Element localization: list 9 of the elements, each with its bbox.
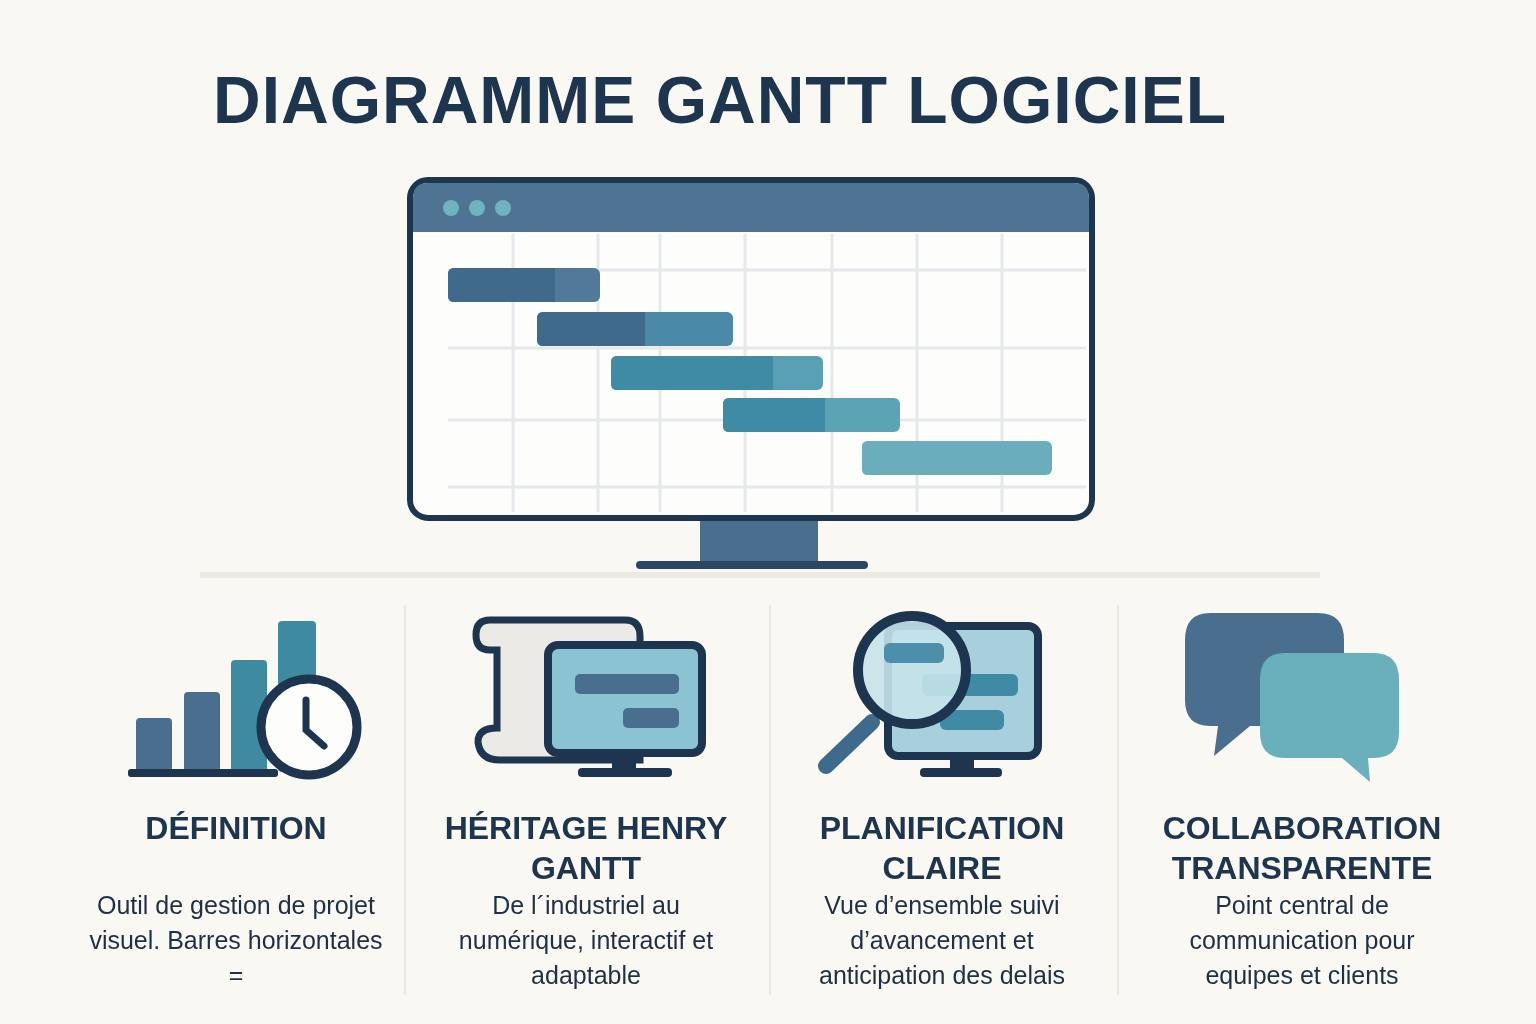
column-description: Outil de gestion de projet visuel. Barres horizontales = bbox=[88, 890, 384, 991]
column-heading: DÉFINITION bbox=[144, 809, 328, 848]
column-description: Vue d’ensemble suivi d’avancement et anticipation des delais bbox=[818, 890, 1066, 991]
column-heading: HÉRITAGE HENRY GANTT bbox=[443, 809, 729, 888]
column-heading: PLANIFICATION CLAIRE bbox=[818, 809, 1066, 888]
title: DIAGRAMME GANTT LOGICIEL bbox=[212, 62, 1228, 138]
column-heading: COLLABORATION TRANSPARENTE bbox=[1161, 809, 1443, 888]
column-description: De l´industriel au numérique, interactif et adaptable bbox=[457, 890, 715, 991]
column-description: Point central de communication pour equipes et clients bbox=[1188, 890, 1416, 991]
